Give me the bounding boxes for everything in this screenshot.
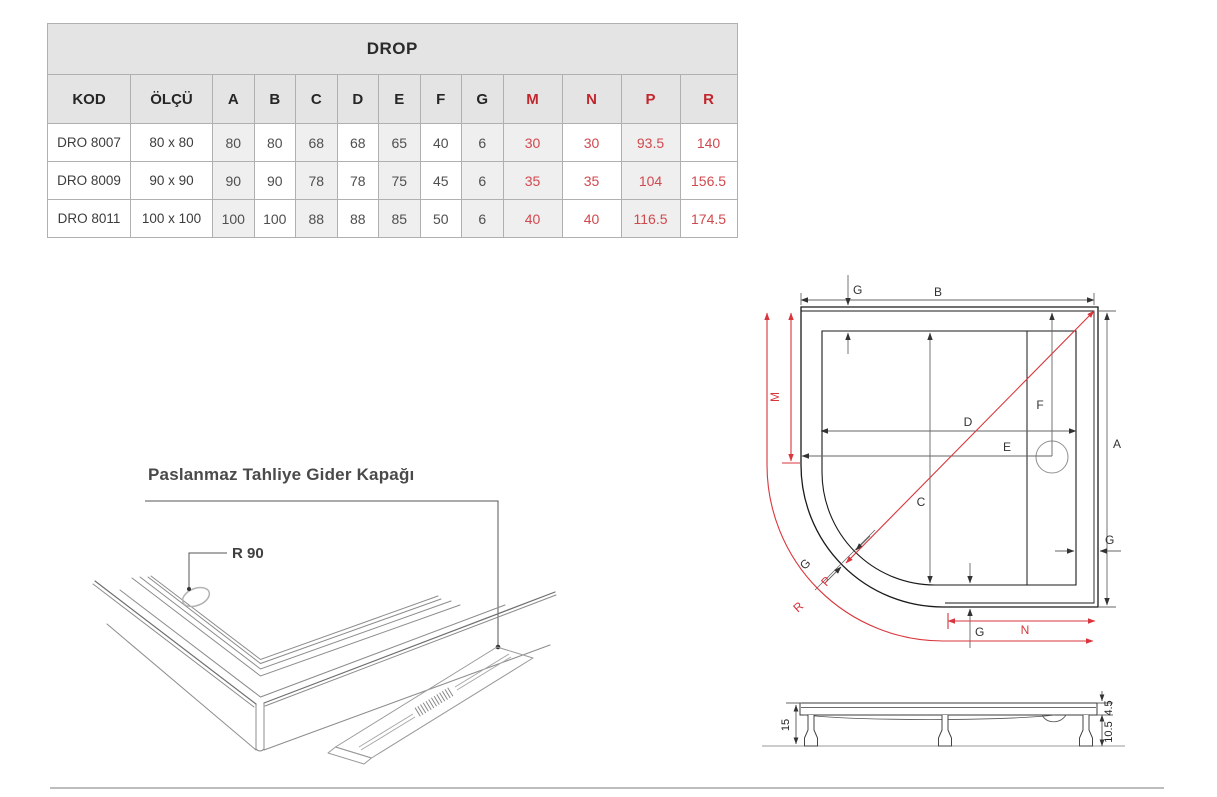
dim-label-g-bottom: G: [975, 625, 984, 639]
r90-leader-line: [187, 552, 227, 591]
dimension-lines-red: [764, 310, 1096, 644]
drain-cover-strip: [327, 646, 534, 765]
col-header-a: A: [212, 74, 255, 124]
table-row: DRO 8011 100 x 100 100 100 88 88 85 50 6…: [47, 199, 738, 238]
cell: 75: [378, 161, 421, 200]
cell: 80: [212, 123, 255, 162]
col-header-p: P: [620, 74, 681, 124]
dim-label-r: R: [790, 599, 806, 615]
cell: 40: [419, 123, 462, 162]
spec-table: DROP KOD ÖLÇÜ A B C D E F G M N P R DRO …: [47, 23, 738, 238]
dim-label-m: M: [768, 392, 782, 402]
drain-radius-label: R 90: [232, 545, 264, 562]
dim-label-c: C: [917, 495, 926, 509]
dim-label-d: D: [964, 415, 973, 429]
dim-label-f: F: [1036, 398, 1043, 412]
cell: 35: [561, 161, 622, 200]
dim-label-e: E: [1003, 440, 1011, 454]
table-row: DRO 8009 90 x 90 90 90 78 78 75 45 6 35 …: [47, 161, 738, 200]
tray-feet: [804, 715, 1093, 747]
cell: 140: [679, 123, 738, 162]
cell: 80: [253, 123, 296, 162]
col-header-f: F: [419, 74, 462, 124]
dim-label-bottom-clearance: 10.5: [1103, 721, 1115, 742]
page-bottom-divider: [50, 787, 1164, 789]
drain-grate-slots: [414, 687, 454, 717]
col-header-e: E: [378, 74, 421, 124]
cell: 100: [212, 199, 255, 238]
col-header-kod: KOD: [47, 74, 131, 124]
drain-hole: [181, 586, 211, 608]
cell: 174.5: [679, 199, 738, 238]
dim-label-g-top: G: [853, 283, 862, 297]
isometric-drain-drawing: R 90: [92, 500, 557, 765]
cell: 45: [419, 161, 462, 200]
cell: DRO 8011: [47, 199, 131, 238]
cell: 40: [561, 199, 622, 238]
cell: 6: [461, 199, 504, 238]
col-header-m: M: [502, 74, 563, 124]
col-header-g: G: [461, 74, 504, 124]
tray-slab: [799, 702, 1098, 723]
tray-corner-lines: [92, 575, 557, 752]
cell: 156.5: [679, 161, 738, 200]
cell: 88: [295, 199, 338, 238]
cell: 90: [253, 161, 296, 200]
cell: 100 x 100: [130, 199, 213, 238]
cell: 30: [561, 123, 622, 162]
cell: DRO 8009: [47, 161, 131, 200]
cell: 100: [253, 199, 296, 238]
cell: 68: [295, 123, 338, 162]
table-row: DRO 8007 80 x 80 80 80 68 68 65 40 6 30 …: [47, 123, 738, 162]
cell: 6: [461, 161, 504, 200]
dim-label-a: A: [1113, 437, 1121, 451]
cell: 90: [212, 161, 255, 200]
cell: 30: [502, 123, 563, 162]
cell: 88: [336, 199, 379, 238]
cell: 93.5: [620, 123, 681, 162]
table-header-row: KOD ÖLÇÜ A B C D E F G M N P R: [47, 74, 738, 124]
col-header-olcu: ÖLÇÜ: [130, 74, 213, 124]
cell: 35: [502, 161, 563, 200]
side-view-drawing: 15 4.5 10.5: [762, 691, 1125, 747]
iso-drawing-title: Paslanmaz Tahliye Gider Kapağı: [148, 465, 415, 484]
table-title: DROP: [47, 23, 738, 75]
dim-label-top-thickness: 4.5: [1103, 700, 1115, 715]
col-header-c: C: [295, 74, 338, 124]
col-header-d: D: [336, 74, 379, 124]
cell: 104: [620, 161, 681, 200]
cell: 85: [378, 199, 421, 238]
cell: 6: [461, 123, 504, 162]
cell: 78: [295, 161, 338, 200]
cell: 65: [378, 123, 421, 162]
cell: 80 x 80: [130, 123, 213, 162]
dim-label-b: B: [934, 285, 942, 299]
col-header-n: N: [561, 74, 622, 124]
col-header-r: R: [679, 74, 738, 124]
cell: 78: [336, 161, 379, 200]
plan-view-drawing: B G A G D E F C G G M N P R: [764, 275, 1121, 648]
cell: 116.5: [620, 199, 681, 238]
cell: DRO 8007: [47, 123, 131, 162]
cell: 68: [336, 123, 379, 162]
cell: 40: [502, 199, 563, 238]
cell: 90 x 90: [130, 161, 213, 200]
dim-label-total-height: 15: [780, 719, 792, 731]
dim-label-g-right: G: [1105, 533, 1114, 547]
col-header-b: B: [253, 74, 296, 124]
cell: 50: [419, 199, 462, 238]
side-dimensions: [786, 691, 1113, 747]
dim-label-g-arc: G: [797, 556, 814, 573]
dim-label-n: N: [1021, 623, 1030, 637]
